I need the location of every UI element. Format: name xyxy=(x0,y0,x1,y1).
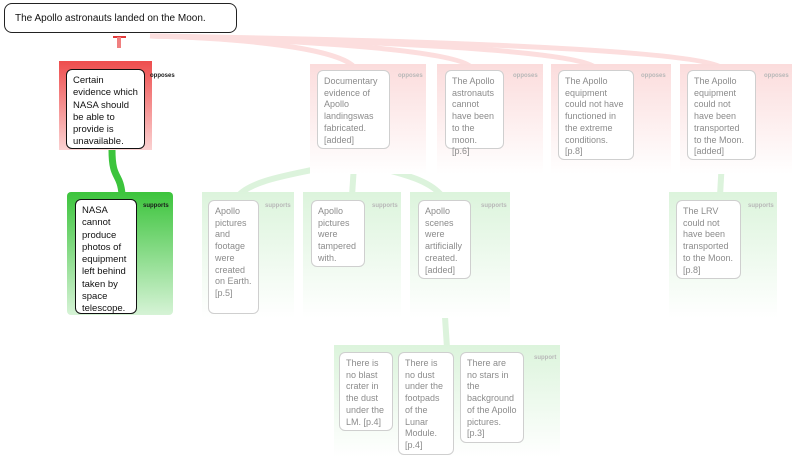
sub-reason-text: The LRV could not have been transported … xyxy=(683,206,734,275)
reason-text: The Apollo astronauts cannot have been t… xyxy=(452,76,495,157)
sub-reason-card-s3[interactable]: Apollo pictures were tampered with. xyxy=(311,200,365,267)
relation-tag-support: support xyxy=(534,355,557,361)
relation-tag-supports: supports xyxy=(372,203,398,209)
sub-reason-text: Apollo scenes were artificially created.… xyxy=(425,206,463,275)
reason-card-r1[interactable]: Certain evidence which NASA should be ab… xyxy=(66,69,145,149)
evidence-card-e1[interactable]: There is no blast crater in the dust und… xyxy=(339,352,393,431)
reason-card-r3[interactable]: The Apollo astronauts cannot have been t… xyxy=(445,70,504,156)
reason-text: The Apollo equipment could not have been… xyxy=(694,76,745,157)
relation-tag-supports: supports xyxy=(481,203,507,209)
evidence-text: There is no blast crater in the dust und… xyxy=(346,358,385,427)
reason-card-r2[interactable]: Documentary evidence of Apollo landingsw… xyxy=(317,70,390,149)
relation-tag-supports: supports xyxy=(143,203,169,209)
root-claim[interactable]: The Apollo astronauts landed on the Moon… xyxy=(4,3,237,33)
relation-tag-supports: supports xyxy=(265,203,291,209)
reason-text: Certain evidence which NASA should be ab… xyxy=(73,75,138,148)
relation-tag-supports: supports xyxy=(748,203,774,209)
reason-text: The Apollo equipment could not have func… xyxy=(565,76,624,157)
reason-card-r4[interactable]: The Apollo equipment could not have func… xyxy=(558,70,634,160)
evidence-card-e2[interactable]: There is no dust under the footpads of t… xyxy=(398,352,454,455)
relation-tag-opposes: opposes xyxy=(764,73,789,79)
reason-text: Documentary evidence of Apollo landingsw… xyxy=(324,76,378,145)
sub-reason-text: Apollo pictures were tampered with. xyxy=(318,206,357,263)
reason-card-r5[interactable]: The Apollo equipment could not have been… xyxy=(687,70,756,160)
evidence-text: There are no stars in the background of … xyxy=(467,358,517,439)
sub-reason-card-s2[interactable]: Apollo pictures and footage were created… xyxy=(208,200,259,314)
evidence-card-e3[interactable]: There are no stars in the background of … xyxy=(460,352,524,443)
sub-reason-text: Apollo pictures and footage were created… xyxy=(215,206,252,298)
relation-tag-opposes: opposes xyxy=(150,73,175,79)
root-claim-text: The Apollo astronauts landed on the Moon… xyxy=(15,13,206,24)
sub-reason-card-s5[interactable]: The LRV could not have been transported … xyxy=(676,200,741,279)
relation-tag-opposes: opposes xyxy=(398,73,423,79)
relation-tag-opposes: opposes xyxy=(641,73,666,79)
sub-reason-card-s1[interactable]: NASA cannot produce photos of equipment … xyxy=(75,199,137,314)
relation-tag-opposes: opposes xyxy=(513,73,538,79)
sub-reason-text: NASA cannot produce photos of equipment … xyxy=(82,205,127,315)
evidence-text: There is no dust under the footpads of t… xyxy=(405,358,444,450)
sub-reason-card-s4[interactable]: Apollo scenes were artificially created.… xyxy=(418,200,471,279)
faint-connectors xyxy=(149,33,724,71)
